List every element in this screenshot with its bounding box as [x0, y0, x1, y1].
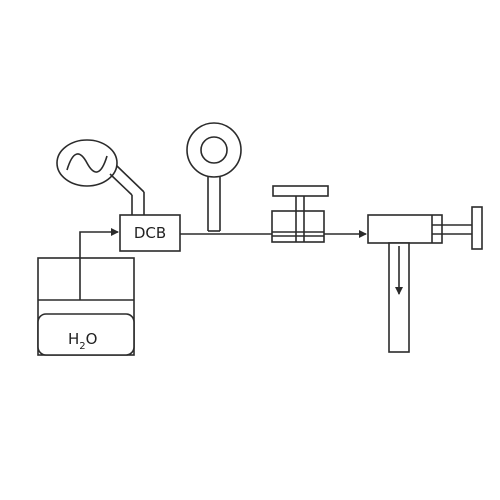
sine-wave-icon — [66, 153, 108, 173]
cylinder-body — [367, 214, 443, 244]
sample-tube-body — [388, 242, 410, 353]
pressure-gauge-inner-ring — [200, 136, 228, 164]
pressure-gauge — [186, 122, 242, 232]
water-feed-arrow — [79, 228, 119, 300]
dcb-unit: DCB — [119, 214, 181, 252]
valve-handle — [272, 185, 329, 197]
generator-cable-inner — [109, 173, 133, 196]
cylinder-actuator — [367, 206, 483, 250]
dcb-label: DCB — [134, 224, 166, 242]
water-reservoir — [37, 313, 135, 356]
generator-cable-outer — [116, 165, 145, 193]
valve-body — [271, 210, 325, 243]
signal-generator — [56, 139, 145, 215]
water-label: H2O — [68, 330, 97, 352]
water-container: H2O — [37, 257, 135, 356]
dcb-box — [119, 214, 181, 252]
sample-tube — [388, 242, 410, 353]
rod-end-plate — [471, 206, 483, 250]
valve — [271, 185, 329, 243]
pressure-gauge-outer-ring — [186, 122, 242, 178]
